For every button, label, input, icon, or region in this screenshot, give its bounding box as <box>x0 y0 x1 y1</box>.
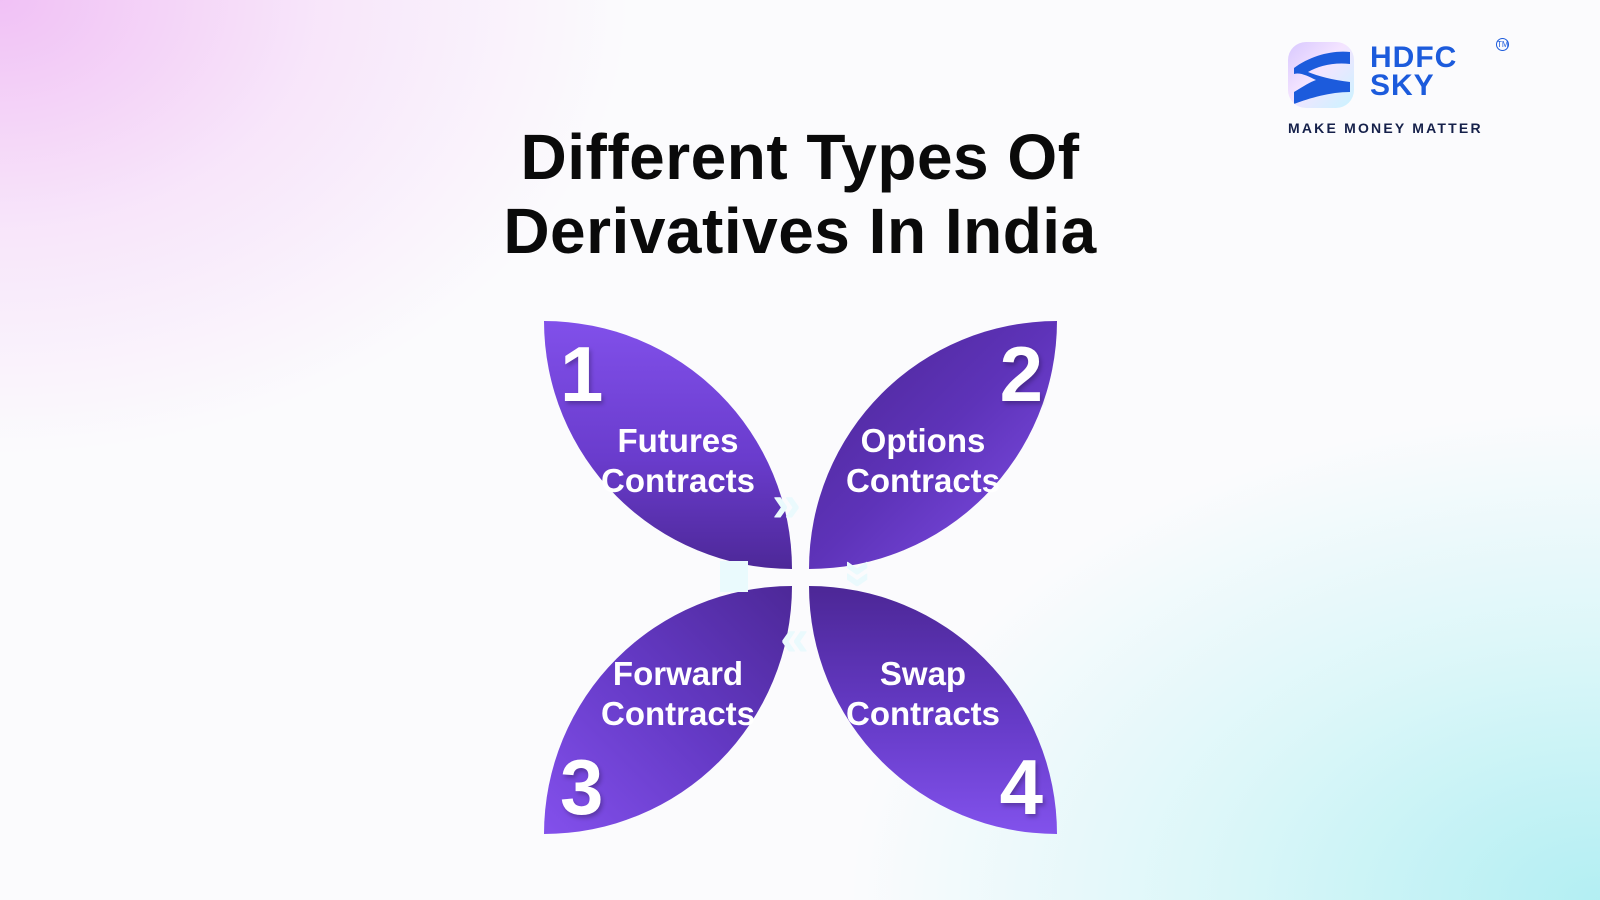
title-line-1: Different Types Of <box>520 121 1080 193</box>
brand-tagline: MAKE MONEY MATTER <box>1288 120 1483 136</box>
petal-number: 1 <box>560 330 604 418</box>
petal-number: 4 <box>999 743 1043 831</box>
petal-number: 3 <box>560 743 604 831</box>
petal-options-contracts: 2 Options Contracts <box>809 321 1057 569</box>
brand-name: HDFC SKY <box>1370 41 1458 102</box>
chevron-left-icon: « <box>780 609 809 667</box>
petal-label: Swap Contracts <box>845 655 1001 732</box>
petal-label: Forward Contracts <box>600 655 756 732</box>
dash-connector-icon <box>720 561 748 592</box>
hdfc-sky-logo: HDFC SKY TM <box>1288 38 1509 138</box>
petal-forward-contracts: 3 Forward Contracts <box>544 586 792 834</box>
petal-futures-contracts: 1 Futures Contracts <box>544 321 792 569</box>
petal-swap-contracts: 4 Swap Contracts <box>809 586 1057 834</box>
sky-swoosh-icon <box>1288 42 1354 108</box>
petal-label: Options Contracts <box>845 422 1001 499</box>
chevron-down-icon: » <box>831 559 890 589</box>
page-title: Different Types Of Derivatives In India <box>0 120 1600 268</box>
title-line-2: Derivatives In India <box>503 195 1097 267</box>
chevron-right-icon: » <box>772 475 801 533</box>
trademark-badge: TM <box>1496 38 1509 51</box>
petal-label: Futures Contracts <box>600 422 756 499</box>
petal-number: 2 <box>999 330 1043 418</box>
